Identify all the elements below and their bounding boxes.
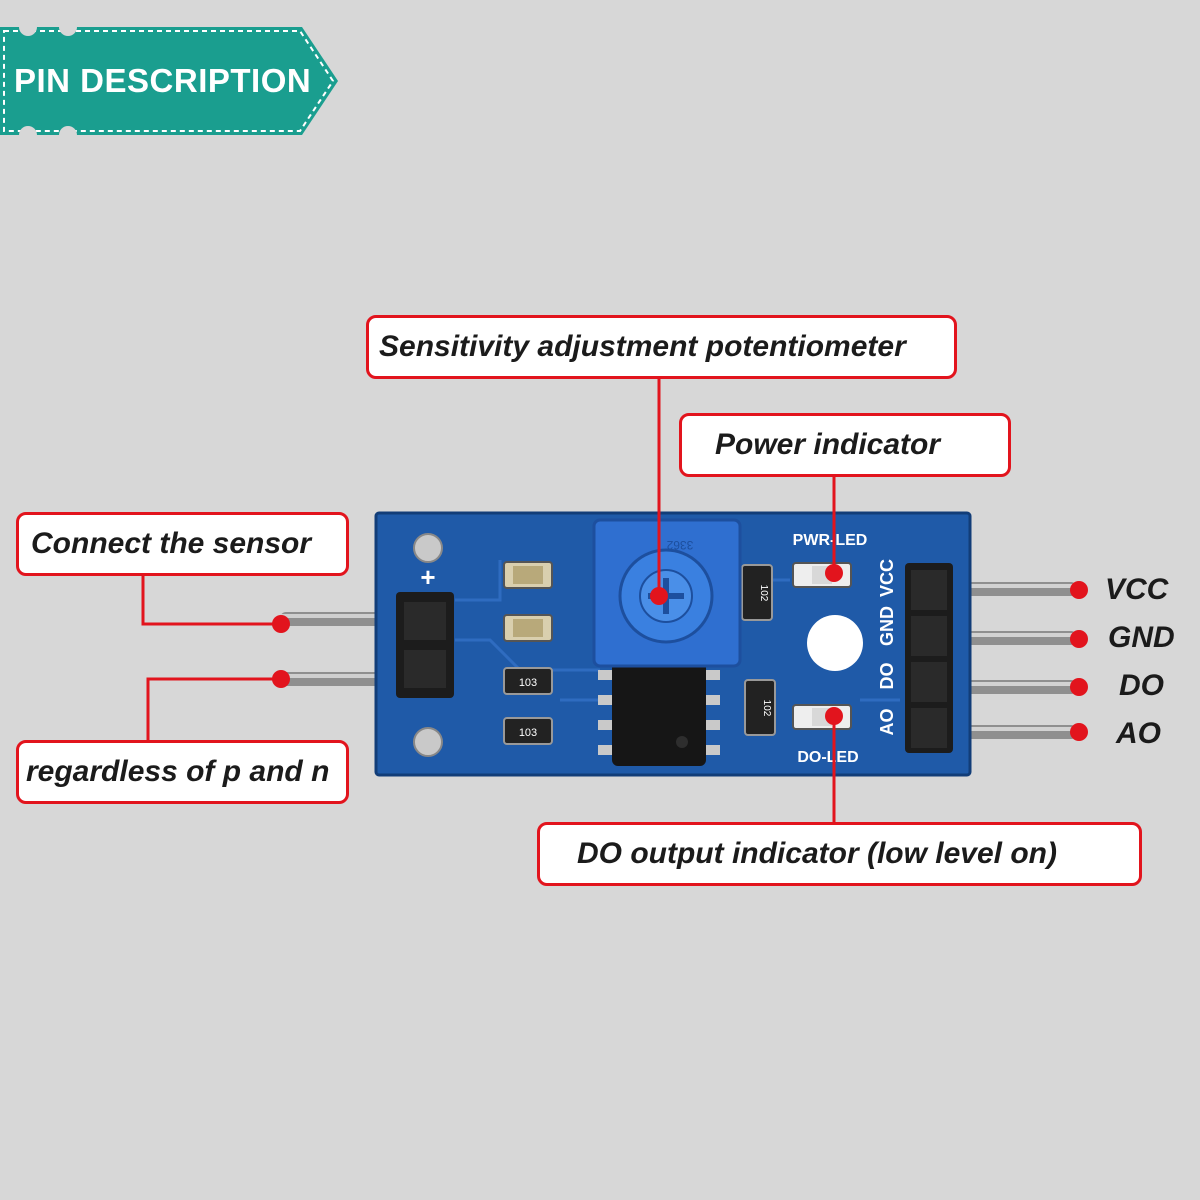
dot-do-led bbox=[825, 707, 843, 725]
pin-label-vcc: VCC bbox=[1105, 573, 1169, 606]
dot-potentiometer bbox=[650, 587, 668, 605]
callout-connect-sensor-text: Connect the sensor bbox=[31, 527, 312, 560]
small-resistor-code-1: 102 bbox=[758, 585, 769, 602]
dot-pin-gnd bbox=[1070, 630, 1088, 648]
pot-code: 3362 bbox=[666, 538, 693, 552]
header-label-gnd: GND bbox=[877, 606, 897, 646]
callout-power-indicator: Power indicator bbox=[679, 413, 1011, 477]
callout-polarity: regardless of p and n bbox=[16, 740, 349, 804]
dot-power-led bbox=[825, 564, 843, 582]
smd-components bbox=[503, 561, 776, 745]
mounting-screw-bottom bbox=[413, 727, 443, 757]
callout-power-indicator-text: Power indicator bbox=[715, 428, 941, 461]
pin-label-do: DO bbox=[1119, 669, 1164, 702]
pin-label-gnd: GND bbox=[1108, 621, 1175, 654]
dot-pin-do bbox=[1070, 678, 1088, 696]
marker-dots bbox=[272, 564, 1088, 741]
do-led-label: DO-LED bbox=[797, 749, 858, 766]
pin-description-banner bbox=[0, 18, 338, 144]
callout-potentiometer: Sensitivity adjustment potentiometer bbox=[366, 315, 957, 379]
header-label-vcc: VCC bbox=[877, 559, 897, 597]
dot-sensor-pin-2 bbox=[272, 670, 290, 688]
mounting-hole bbox=[807, 615, 863, 671]
mounting-screw-top bbox=[413, 533, 443, 563]
comparator-ic bbox=[598, 662, 720, 766]
plus-sign: + bbox=[420, 562, 435, 592]
output-header-housing bbox=[905, 563, 953, 753]
dot-pin-vcc bbox=[1070, 581, 1088, 599]
resistor-code-1: 103 bbox=[519, 677, 537, 689]
callout-do-indicator: DO output indicator (low level on) bbox=[537, 822, 1142, 886]
pin-label-ao: AO bbox=[1116, 717, 1161, 750]
leader-connect-sensor bbox=[141, 575, 281, 626]
leader-lines bbox=[141, 378, 836, 823]
callout-connect-sensor: Connect the sensor bbox=[16, 512, 349, 576]
header-label-do: DO bbox=[877, 663, 897, 690]
leader-polarity bbox=[146, 677, 281, 742]
small-resistor-code-2: 102 bbox=[761, 700, 772, 717]
sensor-connector-housing bbox=[396, 592, 454, 698]
dot-sensor-pin-1 bbox=[272, 615, 290, 633]
dot-pin-ao bbox=[1070, 723, 1088, 741]
banner-title: PIN DESCRIPTION bbox=[14, 62, 312, 99]
header-label-ao: AO bbox=[877, 709, 897, 736]
callout-potentiometer-text: Sensitivity adjustment potentiometer bbox=[379, 330, 906, 363]
pwr-led-label: PWR-LED bbox=[793, 532, 868, 549]
header-silkscreen: VCC GND DO AO bbox=[877, 559, 897, 736]
callout-polarity-text: regardless of p and n bbox=[26, 755, 330, 788]
callout-do-indicator-text: DO output indicator (low level on) bbox=[577, 837, 1057, 870]
resistor-code-2: 103 bbox=[519, 727, 537, 739]
